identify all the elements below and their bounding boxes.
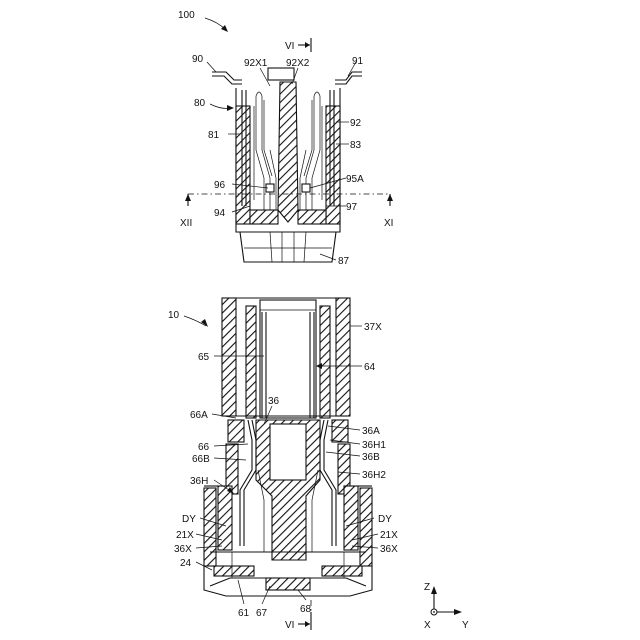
label-xii: XII	[180, 218, 192, 229]
label-24: 24	[180, 558, 192, 569]
label-37x: 37X	[364, 322, 382, 333]
label-xi: XI	[384, 218, 393, 229]
label-36x-left: 36X	[174, 544, 192, 555]
label-66a: 66A	[190, 410, 208, 421]
label-92: 92	[350, 118, 362, 129]
label-83: 83	[350, 140, 362, 151]
label-87: 87	[338, 256, 350, 267]
label-21x-left: 21X	[176, 530, 194, 541]
label-vi-top: VI	[285, 41, 294, 52]
lower-connector-10	[204, 298, 372, 630]
label-dy-right: DY	[378, 514, 392, 525]
label-36h2: 36H2	[362, 470, 386, 481]
label-10: 10	[168, 310, 180, 321]
label-91: 91	[352, 56, 364, 67]
label-66: 66	[198, 442, 210, 453]
label-68: 68	[300, 604, 312, 615]
label-92x1: 92X1	[244, 58, 268, 69]
label-64: 64	[364, 362, 376, 373]
label-dy-left: DY	[182, 514, 196, 525]
upper-connector-100	[185, 38, 393, 262]
label-36h1: 36H1	[362, 440, 386, 451]
label-36: 36	[268, 396, 280, 407]
label-100: 100	[178, 10, 195, 21]
label-36h: 36H	[190, 476, 208, 487]
label-axis-y: Y	[462, 620, 469, 631]
label-vi-bottom: VI	[285, 620, 294, 631]
label-81: 81	[208, 130, 220, 141]
label-95a: 95A	[346, 174, 364, 185]
label-97: 97	[346, 202, 358, 213]
label-96: 96	[214, 180, 226, 191]
label-90: 90	[192, 54, 204, 65]
label-67: 67	[256, 608, 268, 619]
label-axis-z: Z	[424, 582, 430, 593]
label-36a: 36A	[362, 426, 380, 437]
label-65: 65	[198, 352, 210, 363]
label-61: 61	[238, 608, 250, 619]
label-axis-x: X	[424, 620, 431, 631]
label-94: 94	[214, 208, 226, 219]
label-36x-right: 36X	[380, 544, 398, 555]
label-92x2: 92X2	[286, 58, 310, 69]
axis-indicator	[431, 586, 462, 615]
label-21x-right: 21X	[380, 530, 398, 541]
label-36b: 36B	[362, 452, 380, 463]
label-80: 80	[194, 98, 206, 109]
label-66b: 66B	[192, 454, 210, 465]
